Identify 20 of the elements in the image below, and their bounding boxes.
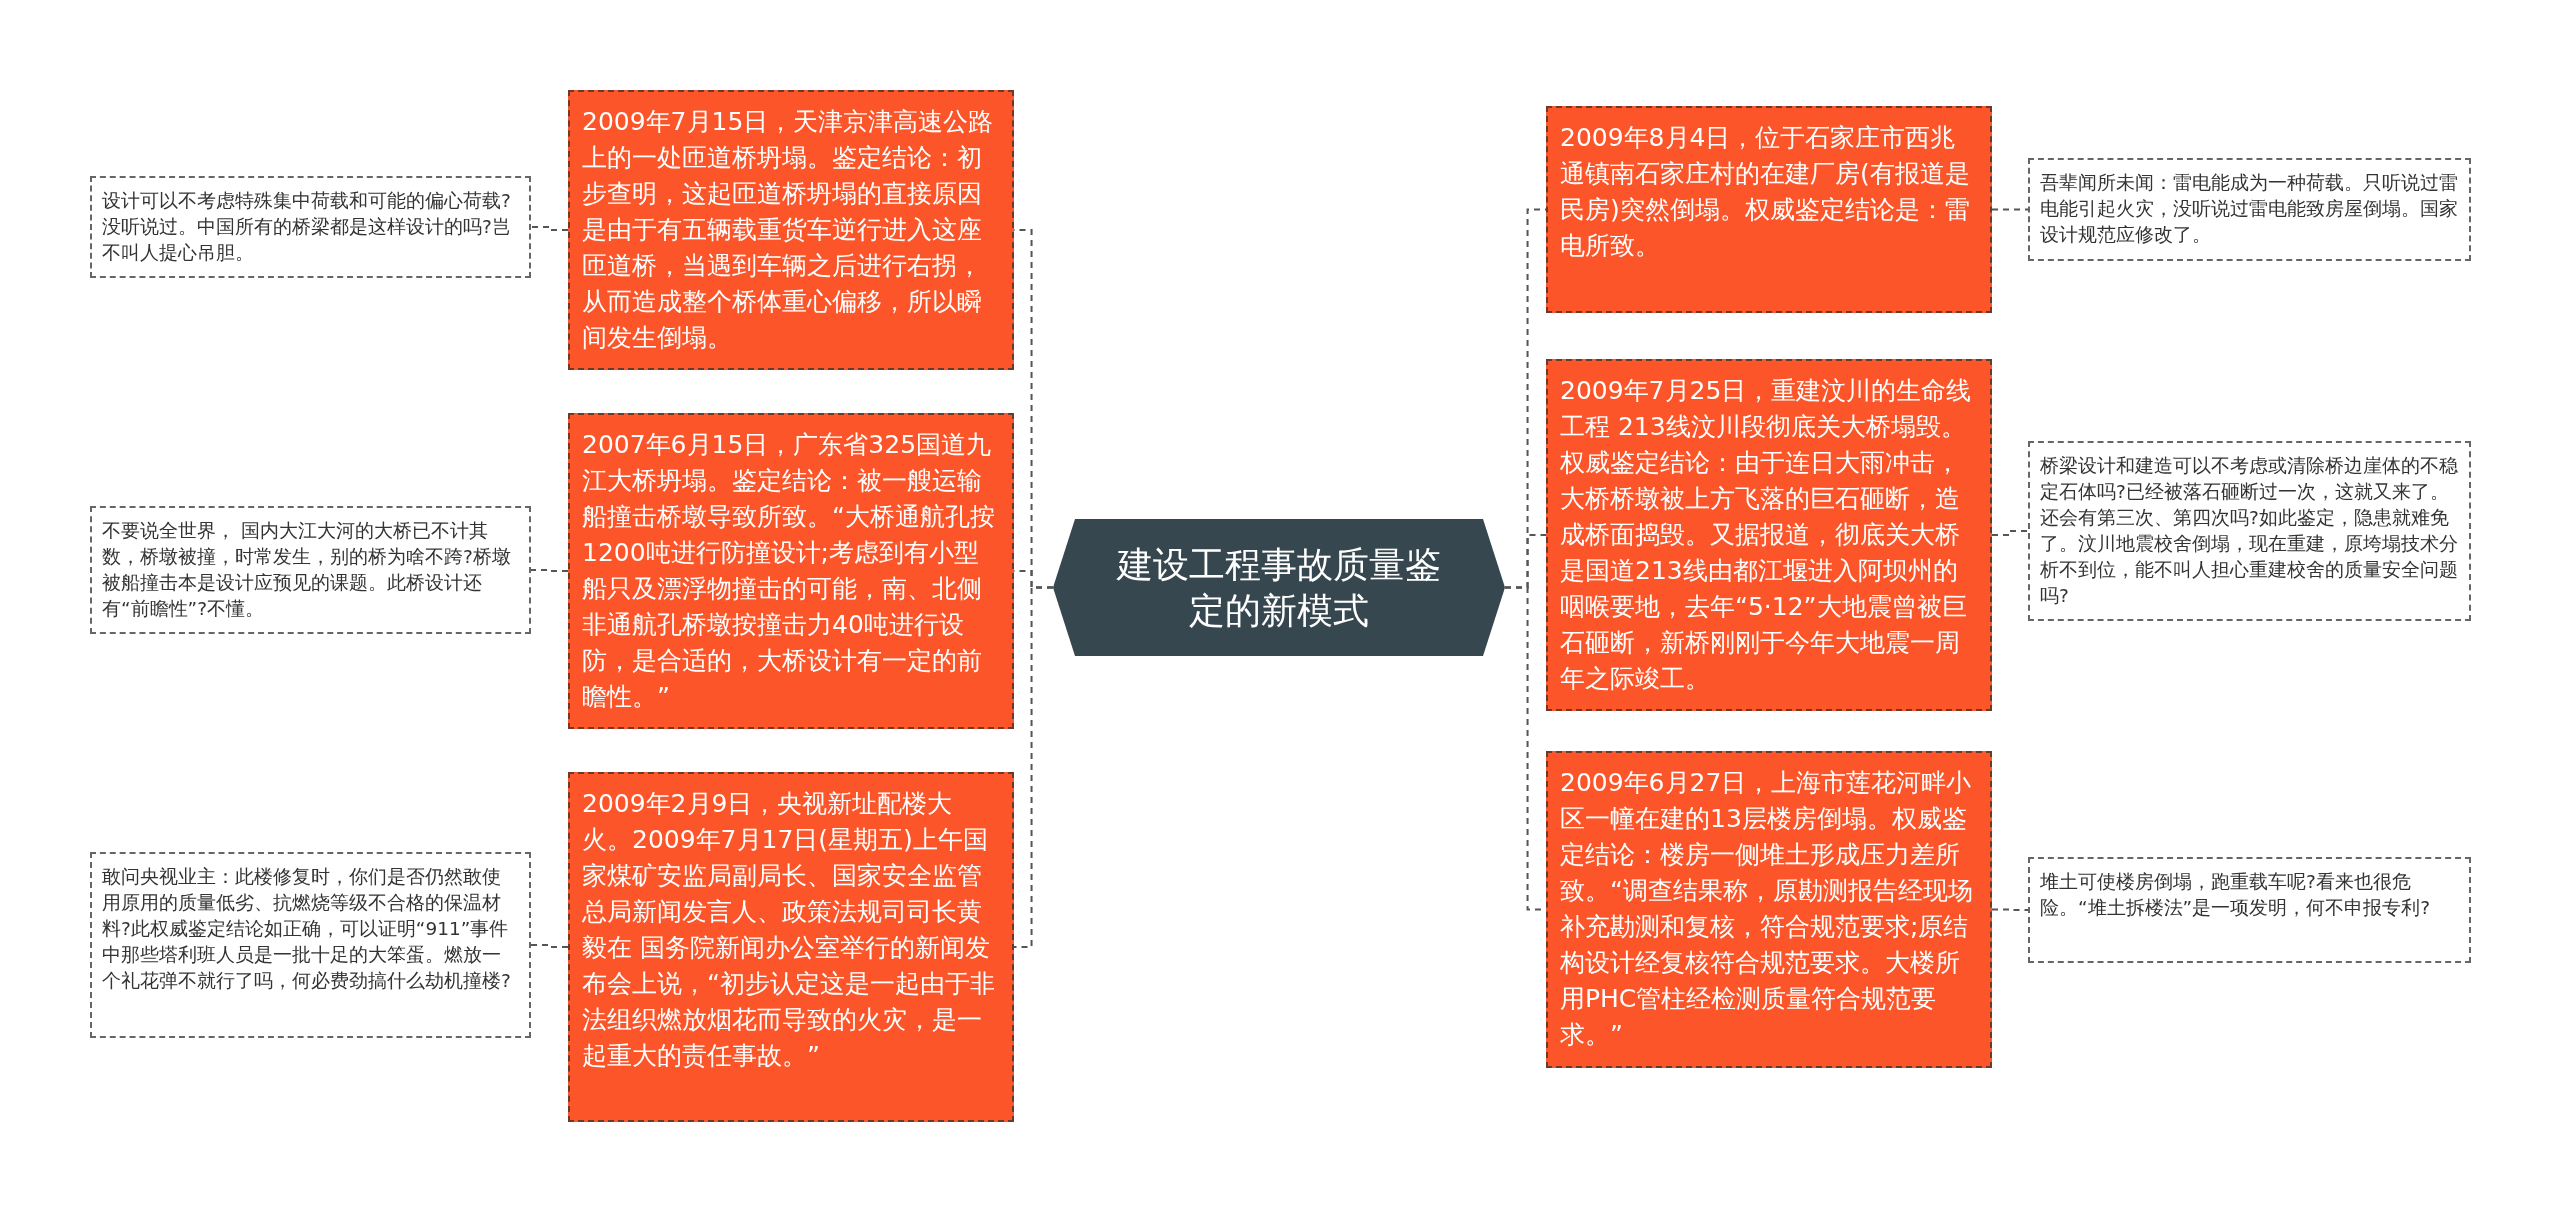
- connector-line: [1013, 586, 1054, 948]
- topic-box: 建设工程事故质量鉴定的新模式: [1053, 519, 1505, 656]
- comment-box: 不要说全世界， 国内大江大河的大桥已不计其数，桥墩被撞，时常发生，别的桥为啥不跨?桥墩被船撞击本是设计应预见的课题。此桥设计还有“前瞻性”?不懂。: [90, 506, 531, 634]
- event-box: 2009年8月4日，位于石家庄市西兆通镇南石家庄村的在建厂房(有报道是民房)突然倒塌。权威鉴定结论是：雷电所致。: [1546, 106, 1992, 313]
- comment-box: 敢问央视业主：此楼修复时，你们是否仍然敢使用原用的质量低劣、抗燃烧等级不合格的保温材料?此权威鉴定结论如正确，可以证明“911”事件中那些塔利班人员是一批十足的大笨蛋。燃放一个礼花弹不就行了吗，何必费劲搞什么劫机撞楼?: [90, 852, 531, 1038]
- event-box: 2009年6月27日，上海市莲花河畔小区一幢在建的13层楼房倒塌。权威鉴定结论：楼房一侧堆土形成压力差所致。“调查结果称，原勘测报告经现场补充勘测和复核，符合规范要求;原结构设计经复核符合规范要求。大楼所用PHC管柱经检测质量符合规范要求。”: [1546, 751, 1992, 1068]
- connector-line: [530, 944, 569, 948]
- comment-box: 堆土可使楼房倒塌，跑重载车呢?看来也很危险。“堆土拆楼法”是一项发明，何不申报专利?: [2028, 857, 2471, 963]
- event-box: 2007年6月15日，广东省325国道九江大桥坍塌。鉴定结论：被一艘运输船撞击桥墩导致所致。“大桥通航孔按1200吨进行防撞设计;考虑到有小型船只及漂浮物撞击的可能，南、北侧非通航孔桥墩按撞击力40吨进行设防，是合适的，大桥设计有一定的前瞻性。”: [568, 413, 1014, 729]
- connector-line: [530, 226, 569, 231]
- comment-box: 桥梁设计和建造可以不考虑或清除桥边崖体的不稳定石体吗?已经被落石砸断过一次，这就又来了。还会有第三次、第四次吗?如此鉴定，隐患就难免了。汶川地震校舍倒塌，现在重建，原垮塌技术分析不到位，能不叫人担心重建校舍的质量安全问题吗?: [2028, 441, 2471, 621]
- connector-line: [1991, 530, 2029, 536]
- comment-box: 吾辈闻所未闻：雷电能成为一种荷载。只听说过雷电能引起火灾，没听说过雷电能致房屋倒塌。国家设计规范应修改了。: [2028, 158, 2471, 261]
- comment-box: 设计可以不考虑特殊集中荷载和可能的偏心荷载?没听说过。中国所有的桥梁都是这样设计的吗?岂不叫人提心吊胆。: [90, 176, 531, 278]
- event-box: 2009年7月25日，重建汶川的生命线工程 213线汶川段彻底关大桥塌毁。权威鉴定结论：由于连日大雨冲击，大桥桥墩被上方飞落的巨石砸断，造成桥面捣毁。又据报道，彻底关大桥是国道213线由都江堰进入阿坝州的咽喉要地，去年“5·12”大地震曾被巨石砸断，新桥刚刚于今年大地震一周年之际竣工。: [1546, 359, 1992, 711]
- event-box: 2009年2月9日，央视新址配楼大火。2009年7月17日(星期五)上午国家煤矿安监局副局长、国家安全监管总局新闻发言人、政策法规司司长黄毅在 国务院新闻办公室举行的新闻发布会上说，“初步认定这是一起由于非法组织燃放烟花而导致的火灾，是一起重大的责任事故。”: [568, 772, 1014, 1122]
- connector-line: [1991, 208, 2029, 211]
- event-box: 2009年7月15日，天津京津高速公路上的一处匝道桥坍塌。鉴定结论：初步查明，这起匝道桥坍塌的直接原因是由于有五辆载重货车逆行进入这座匝道桥，当遇到车辆之后进行右拐，从而造成整个桥体重心偏移，所以瞬间发生倒塌。: [568, 90, 1014, 370]
- connector-line: [1991, 908, 2029, 911]
- connector-line: [530, 569, 569, 572]
